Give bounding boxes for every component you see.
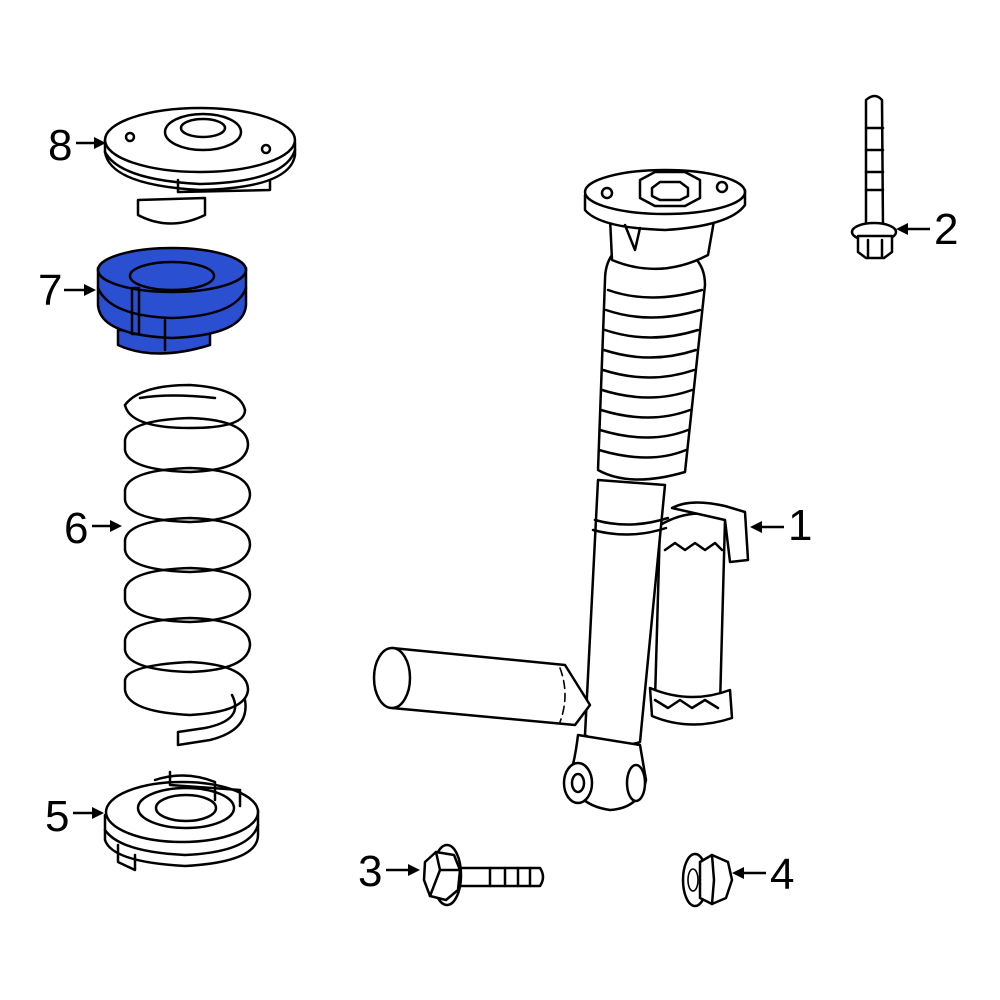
callout-8: 8 xyxy=(48,121,106,170)
callout-7: 7 xyxy=(38,266,96,315)
svg-text:6: 6 xyxy=(64,504,88,553)
part-6-coil-spring[interactable] xyxy=(123,383,252,747)
svg-text:5: 5 xyxy=(45,792,69,841)
part-2-bolt[interactable] xyxy=(850,94,898,260)
callout-1: 1 xyxy=(750,501,812,550)
svg-text:3: 3 xyxy=(358,847,382,896)
part-4-nut[interactable] xyxy=(681,852,734,908)
part-8-upper-mount[interactable] xyxy=(103,106,297,225)
svg-text:4: 4 xyxy=(770,850,794,899)
callout-2: 2 xyxy=(896,205,958,254)
callout-3: 3 xyxy=(358,847,420,896)
callout-5: 5 xyxy=(45,792,104,841)
svg-text:2: 2 xyxy=(934,205,958,254)
svg-text:1: 1 xyxy=(788,501,812,550)
part-1-shock-absorber[interactable] xyxy=(372,168,750,812)
callout-6: 6 xyxy=(64,504,122,553)
svg-text:7: 7 xyxy=(38,266,62,315)
svg-text:8: 8 xyxy=(48,121,72,170)
part-5-lower-seat[interactable] xyxy=(103,770,260,872)
part-3-bolt[interactable] xyxy=(422,843,545,907)
callout-4: 4 xyxy=(732,850,794,899)
part-7-spring-isolator[interactable] xyxy=(96,246,248,355)
